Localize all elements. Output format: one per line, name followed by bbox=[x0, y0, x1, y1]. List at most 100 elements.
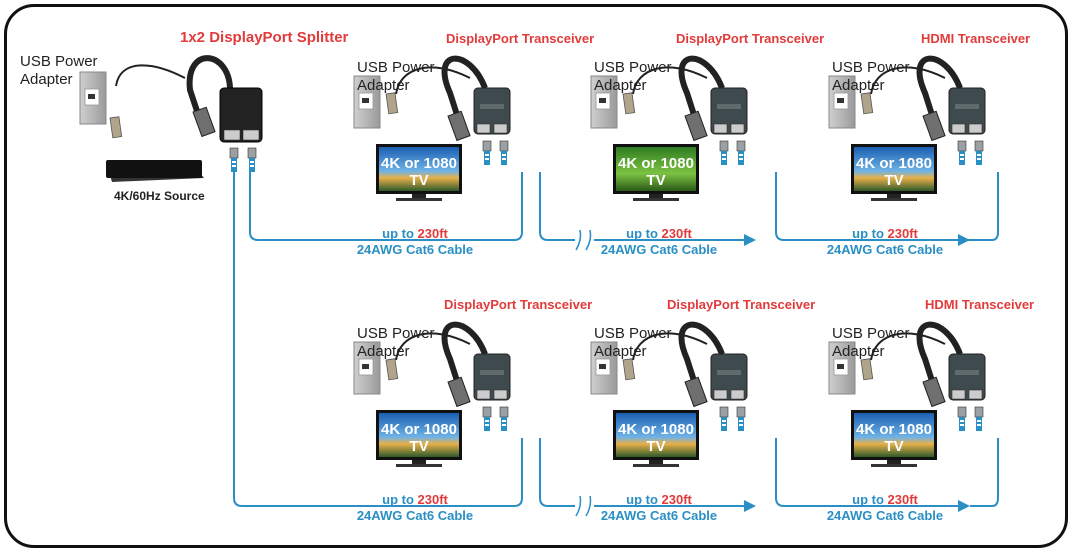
video-plug-3 bbox=[922, 110, 946, 142]
splitter-rj45-2 bbox=[247, 147, 257, 172]
splitter-usb-cord bbox=[115, 64, 186, 87]
rj45-out-5 bbox=[736, 406, 746, 431]
tv-caption-line2-1: TV bbox=[409, 172, 428, 189]
hdmi-cord-3 bbox=[916, 55, 963, 119]
splitter-title: 1x2 DisplayPort Splitter bbox=[180, 29, 349, 46]
usb-cord-5 bbox=[632, 332, 708, 361]
rj45-in-4 bbox=[482, 406, 492, 431]
arrow-rx2 bbox=[744, 234, 756, 246]
tv-caption-line1-1: 4K or 1080 bbox=[381, 155, 457, 172]
cable-rx2-to-rx3 bbox=[775, 172, 958, 241]
receiver-title-2: DisplayPort Transceiver bbox=[676, 31, 825, 46]
tv-3 bbox=[851, 144, 937, 201]
usb-plug-1 bbox=[385, 92, 399, 115]
splitter-dp-cord bbox=[186, 55, 233, 121]
rj45-out-3 bbox=[974, 140, 984, 165]
cable-rx1-to-rx2-a bbox=[539, 172, 575, 241]
hdmi-cord-5 bbox=[678, 321, 725, 385]
transceiver-3 bbox=[948, 87, 986, 135]
wall-outlet-4 bbox=[353, 341, 381, 395]
usb-plug-2 bbox=[622, 92, 636, 115]
usb-cord-3 bbox=[870, 66, 946, 95]
usb-cord-2 bbox=[632, 66, 708, 95]
cable-rx5-to-rx6 bbox=[775, 438, 958, 507]
cable-rx3-in bbox=[990, 172, 999, 241]
splitter-device bbox=[219, 87, 263, 143]
transceiver-1 bbox=[473, 87, 511, 135]
hdmi-cord-2 bbox=[678, 55, 725, 119]
wall-outlet-5 bbox=[590, 341, 618, 395]
transceiver-2 bbox=[710, 87, 748, 135]
usb-plug-3 bbox=[860, 92, 874, 115]
tv-6 bbox=[851, 410, 937, 467]
video-plug-2 bbox=[684, 110, 708, 142]
usb-plug-6 bbox=[860, 358, 874, 381]
tv-caption-line2-4: TV bbox=[409, 438, 428, 455]
splitter-port-2 bbox=[242, 129, 260, 141]
cable-label-3: up to 230ft 24AWG Cat6 Cable bbox=[826, 226, 944, 257]
hdmi-cord-1 bbox=[441, 55, 488, 119]
tv-caption-line1-3: 4K or 1080 bbox=[856, 155, 932, 172]
cable-rx6-in bbox=[970, 438, 999, 507]
splitter-wall-outlet bbox=[79, 71, 107, 125]
rj45-in-5 bbox=[719, 406, 729, 431]
source-label: 4K/60Hz Source bbox=[114, 189, 205, 203]
usb-cord-6 bbox=[870, 332, 946, 361]
tv-caption-line2-3: TV bbox=[884, 172, 903, 189]
cable-label-5: up to 230ft 24AWG Cat6 Cable bbox=[600, 492, 718, 523]
cable-label-2: up to 230ft 24AWG Cat6 Cable bbox=[600, 226, 718, 257]
tv-4 bbox=[376, 410, 462, 467]
rj45-in-1 bbox=[482, 140, 492, 165]
cable-label-1: up to 230ft 24AWG Cat6 Cable bbox=[356, 226, 474, 257]
video-plug-4 bbox=[447, 376, 471, 408]
rj45-out-4 bbox=[499, 406, 509, 431]
tv-1 bbox=[376, 144, 462, 201]
wall-outlet-2 bbox=[590, 75, 618, 129]
cable-label-6: up to 230ft 24AWG Cat6 Cable bbox=[826, 492, 944, 523]
tv-caption-line2-6: TV bbox=[884, 438, 903, 455]
cable-label-4: up to 230ft 24AWG Cat6 Cable bbox=[356, 492, 474, 523]
cable-break-2 bbox=[575, 495, 592, 517]
receiver-title-5: DisplayPort Transceiver bbox=[667, 297, 816, 312]
usb-cord-1 bbox=[395, 66, 471, 95]
video-plug-6 bbox=[922, 376, 946, 408]
tv-caption-line1-4: 4K or 1080 bbox=[381, 421, 457, 438]
rj45-in-2 bbox=[719, 140, 729, 165]
splitter-usb-plug bbox=[109, 116, 123, 139]
tv-caption-line1-6: 4K or 1080 bbox=[856, 421, 932, 438]
hdmi-cord-6 bbox=[916, 321, 963, 385]
tv-caption-line2-2: TV bbox=[646, 172, 665, 189]
receiver-title-6: HDMI Transceiver bbox=[925, 297, 1035, 312]
video-plug-1 bbox=[447, 110, 471, 142]
hdmi-cord-4 bbox=[441, 321, 488, 385]
rj45-in-3 bbox=[957, 140, 967, 165]
receiver-title-3: HDMI Transceiver bbox=[921, 31, 1031, 46]
rj45-out-6 bbox=[974, 406, 984, 431]
wall-outlet-1 bbox=[353, 75, 381, 129]
tv-2 bbox=[613, 144, 699, 201]
receiver-title-4: DisplayPort Transceiver bbox=[444, 297, 593, 312]
tv-caption-line1-5: 4K or 1080 bbox=[618, 421, 694, 438]
usb-cord-4 bbox=[395, 332, 471, 361]
rj45-in-6 bbox=[957, 406, 967, 431]
usb-plug-4 bbox=[385, 358, 399, 381]
tv-caption-line1-2: 4K or 1080 bbox=[618, 155, 694, 172]
receiver-title-1: DisplayPort Transceiver bbox=[446, 31, 595, 46]
cable-splitter-to-rx1 bbox=[249, 172, 523, 241]
cable-rx4-to-rx5-a bbox=[539, 438, 575, 507]
wall-outlet-6 bbox=[828, 341, 856, 395]
source-box bbox=[106, 160, 202, 178]
diagram-frame bbox=[4, 4, 1068, 548]
transceiver-6 bbox=[948, 353, 986, 401]
usb-plug-5 bbox=[622, 358, 636, 381]
tv-5 bbox=[613, 410, 699, 467]
tv-caption-line2-5: TV bbox=[646, 438, 665, 455]
